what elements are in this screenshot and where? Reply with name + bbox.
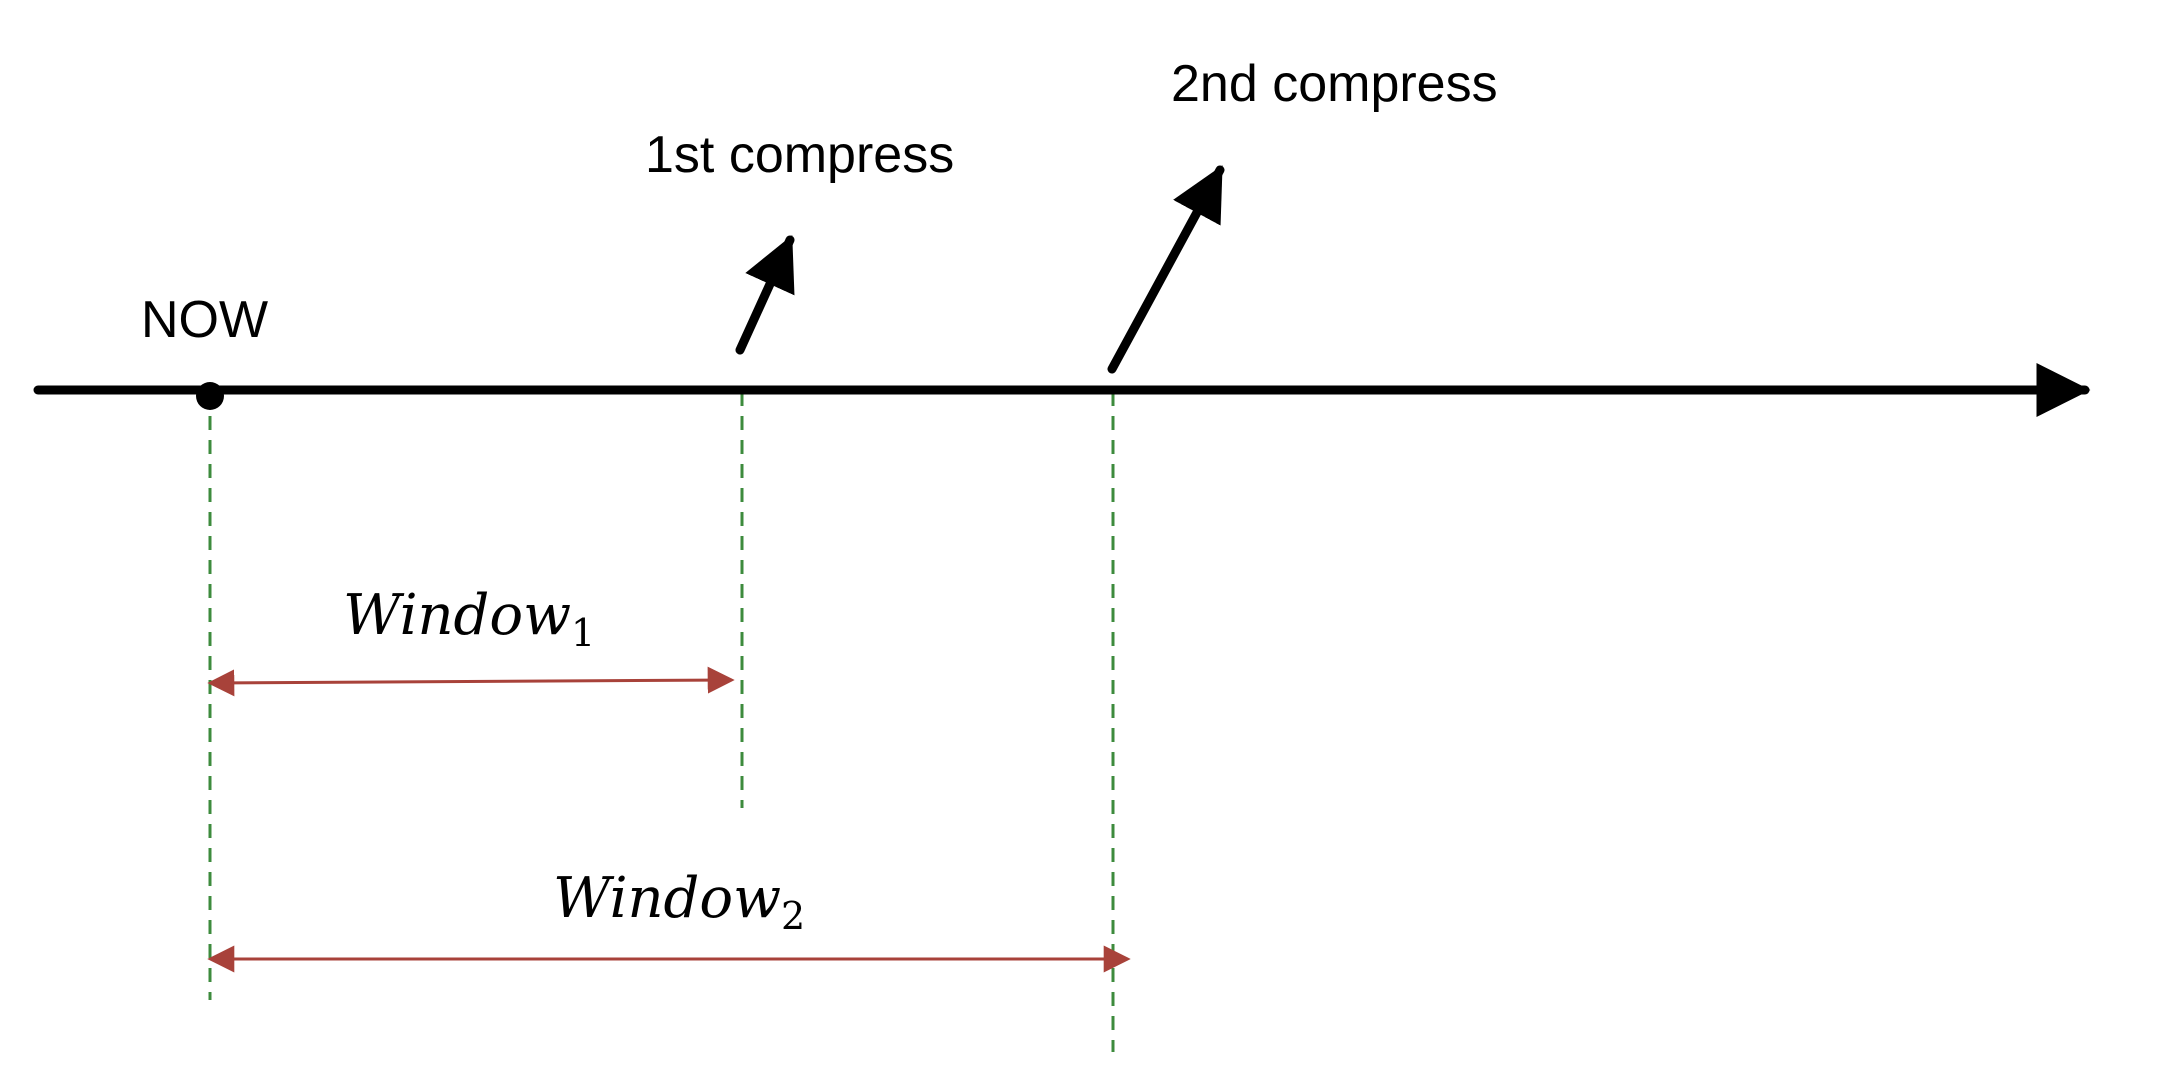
window2-label: Window2 (553, 866, 805, 938)
now-label: NOW (141, 291, 268, 349)
first-compress-label: 1st compress (645, 126, 954, 184)
first-compress-arrow (735, 235, 795, 355)
window1-span-arrow (207, 666, 735, 697)
second-compress-arrow (1107, 165, 1225, 374)
window1-label: Window1 (343, 583, 595, 655)
window2-label-base: Window (553, 866, 781, 931)
now-point (196, 382, 224, 410)
window1-label-subscript: 1 (571, 611, 595, 655)
window1-label-base: Window (343, 583, 571, 648)
window2-label-subscript: 2 (781, 894, 805, 938)
second-compress-label: 2nd compress (1171, 55, 1498, 113)
